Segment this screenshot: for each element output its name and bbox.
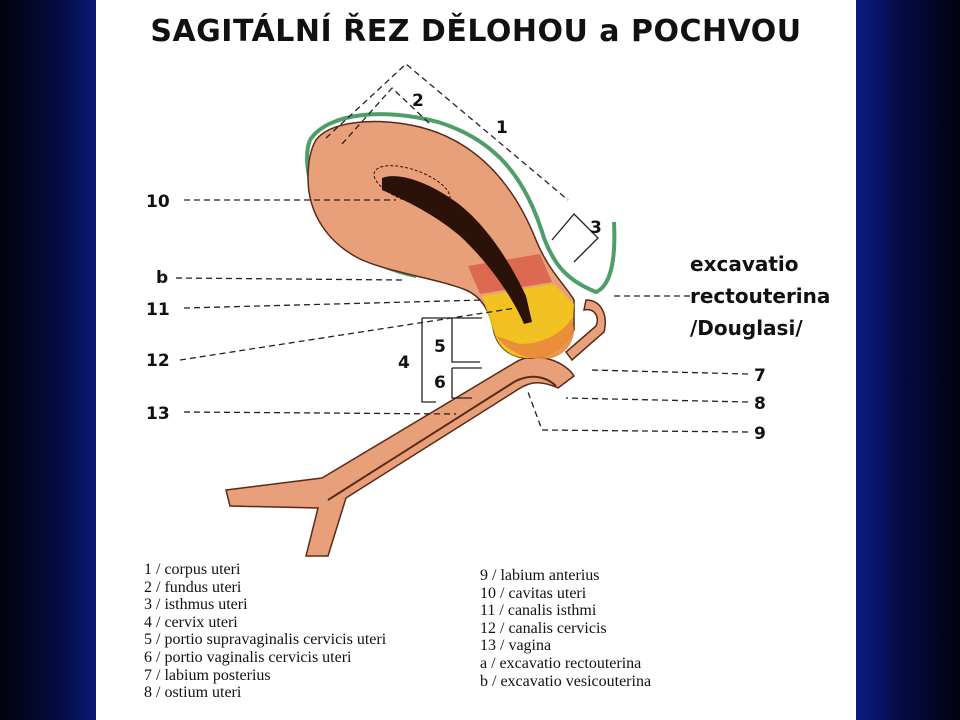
legend-item: 10 / cavitas uteri <box>480 584 587 602</box>
label-11: 11 <box>146 300 170 320</box>
bracket-3 <box>551 213 599 263</box>
legend-item: a / excavatio rectouterina <box>480 654 642 672</box>
annotation-line-2: rectouterina <box>690 284 830 308</box>
label-12: 12 <box>146 351 170 371</box>
leader-8 <box>565 397 749 403</box>
vagina <box>225 356 575 557</box>
uterus-diagram: 1 2 3 4 5 6 7 8 9 10 b 11 12 13 excavati… <box>146 63 830 557</box>
legend-left: 1 / corpus uteri 2 / fundus uteri 3 / is… <box>144 561 386 702</box>
legend-item: 8 / ostium uteri <box>144 684 242 702</box>
legend-item: 4 / cervix uteri <box>144 613 238 631</box>
legend-item: 12 / canalis cervicis <box>480 619 607 637</box>
label-9: 9 <box>754 424 766 444</box>
slide: SAGITÁLNÍ ŘEZ DĚLOHOU a POCHVOU <box>96 0 856 720</box>
bracket-2 <box>341 87 431 145</box>
leader-12 <box>179 307 517 361</box>
legend-item: 13 / vagina <box>480 637 552 655</box>
bracket-5 <box>451 317 482 363</box>
posterior-fold <box>564 299 606 362</box>
label-10: 10 <box>146 192 170 212</box>
label-2: 2 <box>412 91 424 111</box>
legend-item: b / excavatio vesicouterina <box>480 672 652 690</box>
leader-11 <box>183 299 485 309</box>
legend-item: 2 / fundus uteri <box>144 578 242 596</box>
cavity-outline <box>373 165 451 207</box>
bracket-4 <box>421 317 452 403</box>
legend-item: 11 / canalis isthmi <box>480 602 597 620</box>
legend-item: 3 / isthmus uteri <box>144 596 248 614</box>
legend-item: 7 / labium posterius <box>144 666 271 684</box>
leader-9 <box>527 391 749 433</box>
annotation-line-1: excavatio <box>690 252 799 276</box>
legend-item: 6 / portio vaginalis cervicis uteri <box>144 648 352 666</box>
label-b: b <box>156 268 168 288</box>
legend-item: 5 / portio supravaginalis cervicis uteri <box>144 631 387 649</box>
label-13: 13 <box>146 404 170 424</box>
leader-13 <box>183 411 457 415</box>
label-8: 8 <box>754 394 766 414</box>
bracket-6 <box>451 367 482 399</box>
label-6: 6 <box>434 373 446 393</box>
label-4: 4 <box>398 353 410 373</box>
label-5: 5 <box>434 337 446 357</box>
leader-b <box>175 277 403 281</box>
vaginal-lumen <box>327 375 557 501</box>
portio <box>496 318 574 359</box>
legend-right: 9 / labium anterius 10 / cavitas uteri 1… <box>480 567 651 690</box>
label-7: 7 <box>754 366 766 386</box>
leader-7 <box>589 369 749 375</box>
annotation-line-3: /Douglasi/ <box>690 316 803 340</box>
legend-item: 9 / labium anterius <box>480 567 600 584</box>
cavity <box>382 176 532 324</box>
label-1: 1 <box>496 118 508 138</box>
page-title: SAGITÁLNÍ ŘEZ DĚLOHOU a POCHVOU <box>150 14 802 49</box>
legend-item: 1 / corpus uteri <box>144 561 241 578</box>
label-3: 3 <box>590 218 602 238</box>
